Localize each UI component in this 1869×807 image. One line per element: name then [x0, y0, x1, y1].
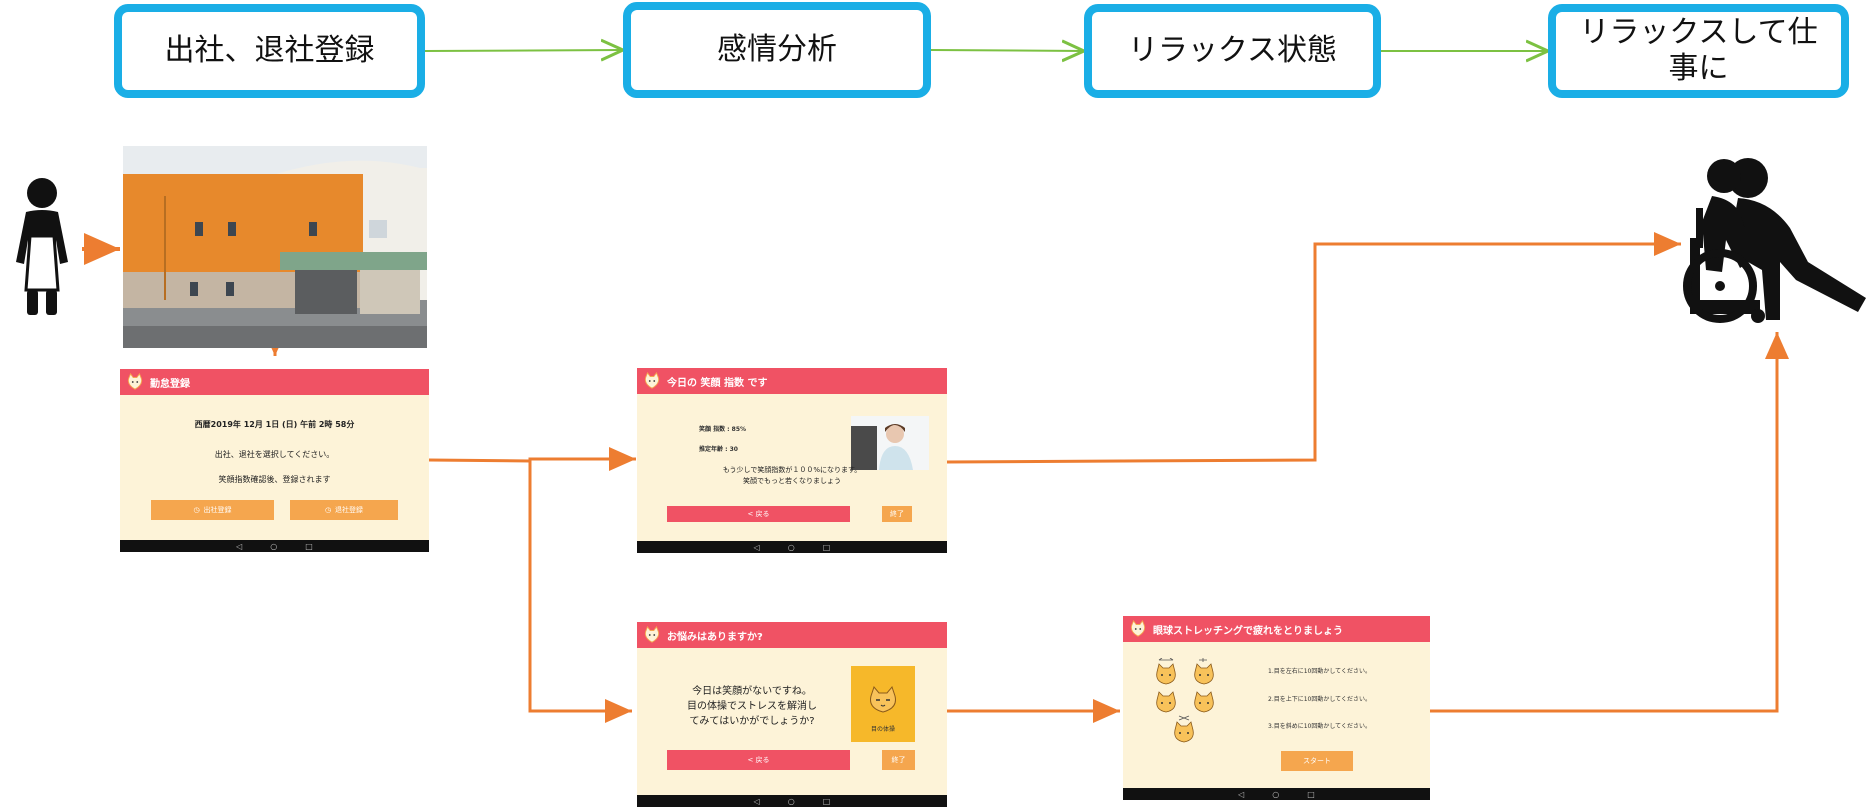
step-box-emotion: 感情分析 — [623, 2, 931, 98]
android-nav-bar: ◁ ○ □ — [1123, 788, 1430, 800]
smile-message-line1: もう少しで笑顔指数が１００%になります。 — [722, 466, 862, 474]
step-box-work: リラックスして仕事に — [1548, 4, 1849, 98]
step-label-emotion: 感情分析 — [717, 32, 837, 67]
smile-end-button[interactable]: 終了 — [882, 506, 912, 522]
eye-exercise-cats-illustration — [1156, 658, 1214, 743]
flow-arrow-1 — [424, 50, 623, 51]
user-face-photo — [851, 416, 929, 470]
step-label-relax: リラックス状態 — [1127, 33, 1338, 68]
clock-out-label: 退社登録 — [335, 506, 364, 514]
smile-back-button[interactable]: < 戻る — [667, 506, 850, 522]
attendance-title: 勤怠登録 — [150, 378, 190, 390]
worry-end-button[interactable]: 終了 — [882, 750, 915, 770]
attendance-note: 笑顔指数確認後、登録されます — [218, 475, 331, 484]
start-button[interactable]: スタート — [1281, 751, 1353, 771]
worker-apron-icon — [16, 178, 68, 315]
stretch-instruction-1: 1.目を左右に10回動かしてください。 — [1268, 668, 1372, 675]
recents-nav-icon[interactable]: □ — [822, 796, 831, 806]
smile-title: 今日の 笑顔 指数 です — [667, 377, 768, 389]
attendance-header: 勤怠登録 — [120, 369, 429, 395]
clock-icon: ◷ — [324, 506, 332, 514]
smile-to-relax-connector — [946, 232, 1681, 464]
smile-index-screen: 今日の 笑顔 指数 です 笑顔 指数 : 85% 推定年齢 : 30 もう少しで… — [637, 368, 947, 553]
attendance-to-worry-connector — [528, 461, 632, 723]
worry-screen: お悩みはありますか? 今日は笑顔がないですね。 目の体操でストレスを解消し てみ… — [637, 622, 947, 807]
flow-arrow-2 — [930, 50, 1084, 51]
worry-message-line1: 今日は笑顔がないですね。 — [692, 686, 812, 697]
recents-nav-icon[interactable]: □ — [822, 542, 831, 552]
back-nav-icon[interactable]: ◁ — [753, 542, 760, 552]
cat-face-icon — [870, 686, 896, 713]
home-nav-icon[interactable]: ○ — [1272, 789, 1280, 799]
smile-back-label: < 戻る — [747, 510, 770, 518]
recents-nav-icon[interactable]: □ — [305, 541, 313, 551]
step-label-attendance: 出社、退社登録 — [164, 33, 375, 68]
stretch-instruction-3: 3.目を斜めに10回動かしてください。 — [1268, 723, 1372, 730]
worry-title: お悩みはありますか? — [667, 631, 763, 643]
clock-in-label: 出社登録 — [203, 506, 232, 514]
android-nav-bar: ◁ ○ □ — [637, 541, 947, 553]
worry-back-label: < 戻る — [747, 756, 770, 764]
worry-back-button[interactable]: < 戻る — [667, 750, 850, 770]
eye-stretch-screen: 眼球ストレッチングで疲れをとりましょう 1.目を左右に10回動かしてください。 … — [1123, 616, 1430, 800]
eye-exercise-label: 目の体操 — [870, 726, 895, 733]
attendance-prompt: 出社、退社を選択してください。 — [214, 450, 335, 459]
cat-logo-icon — [1130, 620, 1146, 637]
home-nav-icon[interactable]: ○ — [270, 541, 278, 551]
step-box-relax: リラックス状態 — [1084, 4, 1381, 98]
stretch-title: 眼球ストレッチングで疲れをとりましょう — [1153, 625, 1343, 637]
back-nav-icon[interactable]: ◁ — [236, 541, 243, 551]
clock-out-button[interactable]: ◷ 退社登録 — [290, 500, 398, 520]
stretch-header: 眼球ストレッチングで疲れをとりましょう — [1123, 616, 1430, 642]
smile-end-label: 終了 — [890, 510, 904, 518]
facility-building-photo — [123, 146, 427, 348]
eye-exercise-card[interactable]: 目の体操 — [851, 666, 915, 742]
cat-logo-icon — [127, 373, 143, 390]
step-label-work: リラックスして仕事に — [1579, 15, 1818, 86]
caregiver-wheelchair-icon — [1683, 158, 1866, 323]
cat-logo-icon — [644, 626, 660, 643]
clock-in-button[interactable]: ◷ 出社登録 — [151, 500, 274, 520]
stretch-to-relax-connector — [1430, 332, 1789, 713]
android-nav-bar: ◁ ○ □ — [637, 795, 947, 807]
worry-header: お悩みはありますか? — [637, 622, 947, 648]
smile-header: 今日の 笑顔 指数 です — [637, 368, 947, 394]
recents-nav-icon[interactable]: □ — [1307, 789, 1315, 799]
smile-message-line2: 笑顔でもっと若くなりましょう — [743, 477, 841, 485]
worry-message-line3: てみてはいかがでしょうか? — [689, 716, 815, 727]
smile-index-value: 笑顔 指数 : 85% — [699, 426, 747, 433]
android-nav-bar: ◁ ○ □ — [120, 540, 429, 552]
attendance-datetime: 西暦2019年 12月 1日 (日) 午前 2時 58分 — [194, 420, 355, 429]
cat-logo-icon — [644, 372, 660, 389]
attendance-to-smile-connector — [428, 447, 636, 471]
back-nav-icon[interactable]: ◁ — [753, 796, 760, 806]
home-nav-icon[interactable]: ○ — [787, 542, 795, 552]
estimated-age-value: 推定年齢 : 30 — [699, 446, 738, 453]
clock-icon: ◷ — [193, 506, 200, 514]
worry-message-line2: 目の体操でストレスを解消し — [687, 701, 817, 712]
attendance-screen: 勤怠登録 西暦2019年 12月 1日 (日) 午前 2時 58分 出社、退社を… — [120, 369, 429, 552]
worry-end-label: 終了 — [891, 756, 906, 764]
step-box-attendance: 出社、退社登録 — [114, 4, 425, 98]
stretch-instruction-2: 2.目を上下に10回動かしてください。 — [1268, 696, 1372, 703]
home-nav-icon[interactable]: ○ — [787, 796, 795, 806]
back-nav-icon[interactable]: ◁ — [1238, 789, 1245, 799]
start-label: スタート — [1303, 757, 1331, 765]
